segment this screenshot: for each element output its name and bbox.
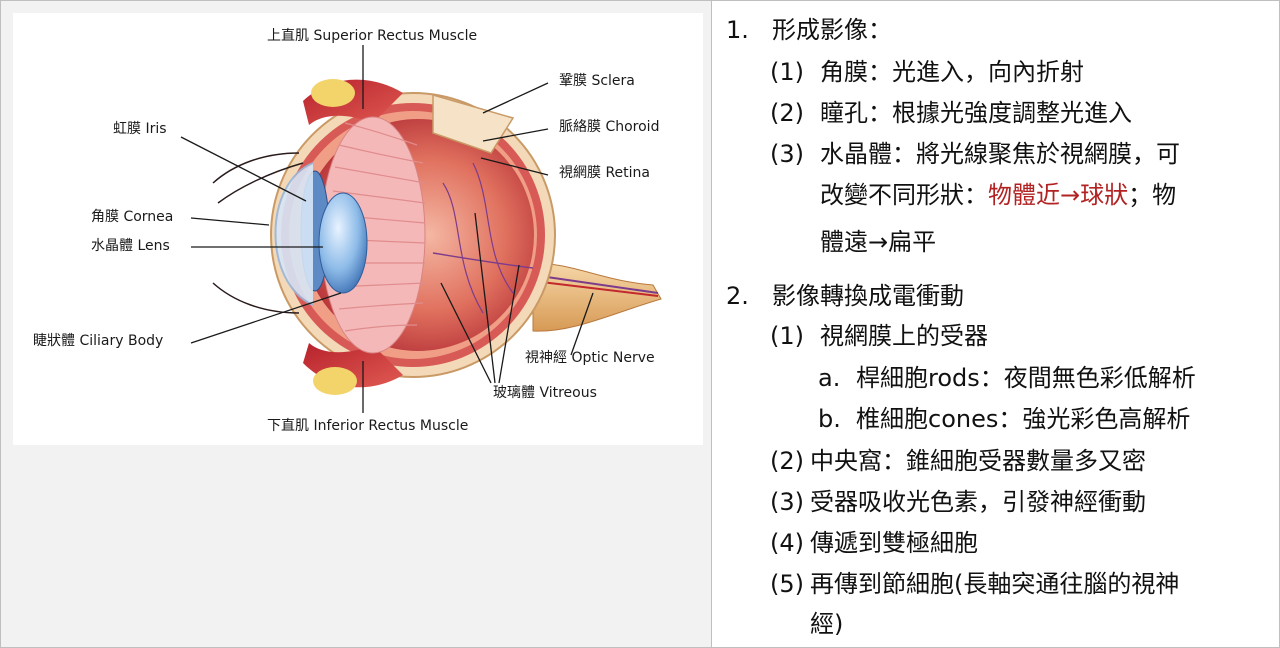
label-cornea: 角膜 Cornea (91, 209, 174, 225)
eye-anatomy-diagram: 上直肌 Superior Rectus Muscle 鞏膜 Sclera 虹膜 … (13, 13, 703, 445)
figure-panel: 上直肌 Superior Rectus Muscle 鞏膜 Sclera 虹膜 … (0, 0, 712, 648)
item-2-1-a-letter: a. (818, 364, 841, 392)
item-1-2-text: 瞳孔：根據光強度調整光進入 (820, 99, 1132, 127)
item-2-1-number: (1) (770, 322, 804, 350)
item-1-1-number: (1) (770, 58, 804, 86)
ciliary-body-shape (320, 116, 426, 354)
item-1-2-number: (2) (770, 99, 804, 127)
label-sclera: 鞏膜 Sclera (559, 73, 635, 89)
label-iris: 虹膜 Iris (113, 121, 167, 137)
label-choroid: 脈絡膜 Choroid (559, 119, 660, 135)
leader-sclera (482, 82, 549, 114)
section-2-title: 影像轉換成電衝動 (772, 282, 964, 310)
item-1-3-line-1: 水晶體：將光線聚焦於視網膜，可 (820, 140, 1180, 168)
section-1-number: 1. (726, 16, 749, 44)
item-2-1-b-letter: b. (818, 405, 841, 433)
leader-vitreous-2 (474, 212, 496, 384)
lens-shape (318, 192, 368, 294)
label-lens: 水晶體 Lens (91, 238, 170, 254)
item-2-1-text: 視網膜上的受器 (820, 322, 988, 350)
leader-cornea (190, 217, 270, 226)
item-2-2-text: 中央窩：錐細胞受器數量多又密 (810, 447, 1146, 475)
item-2-5-line-2: 經) (810, 610, 844, 638)
leader-choroid (482, 128, 549, 142)
leader-vitreous-3 (498, 264, 520, 384)
leader-optic-nerve (570, 292, 594, 356)
item-2-3-number: (3) (770, 488, 804, 516)
item-2-1-a-text: 桿細胞rods：夜間無色彩低解析 (856, 364, 1196, 392)
item-1-1-text: 角膜：光進入，向內折射 (820, 58, 1084, 86)
item-1-3-line-2: 改變不同形狀：物體近→球狀；物 (820, 180, 1176, 210)
eye-illustration (180, 45, 662, 413)
optic-nerve-shape (532, 262, 662, 332)
item-1-3-line-3: 體遠→扁平 (820, 228, 937, 256)
item-2-5-number: (5) (770, 570, 804, 598)
label-vitreous: 玻璃體 Vitreous (493, 385, 597, 401)
label-ciliary-body: 睫狀體 Ciliary Body (33, 333, 164, 349)
leader-retina (480, 157, 549, 176)
item-2-1-b-text: 椎細胞cones：強光彩色高解析 (856, 405, 1191, 433)
item-2-4-number: (4) (770, 529, 804, 557)
leader-vitreous-1 (440, 282, 492, 384)
label-inferior-rectus: 下直肌 Inferior Rectus Muscle (267, 418, 469, 434)
leader-ciliary-body (190, 292, 342, 344)
item-2-4-text: 傳遞到雙極細胞 (810, 529, 978, 557)
leader-iris (180, 136, 307, 202)
item-1-3-highlight: 物體近→球狀 (988, 181, 1129, 209)
section-2-number: 2. (726, 282, 749, 310)
notes-panel: 1. 形成影像： (1) 角膜：光進入，向內折射 (2) 瞳孔：根據光強度調整光… (712, 0, 1280, 648)
item-1-3-number: (3) (770, 140, 804, 168)
label-retina: 視網膜 Retina (559, 165, 650, 181)
label-optic-nerve: 視神經 Optic Nerve (525, 350, 655, 366)
cornea-shape (274, 162, 314, 306)
item-2-5-line-1: 再傳到節細胞(長軸突通往腦的視神 (810, 570, 1180, 598)
item-2-3-text: 受器吸收光色素，引發神經衝動 (810, 488, 1146, 516)
item-2-2-number: (2) (770, 447, 804, 475)
label-superior-rectus: 上直肌 Superior Rectus Muscle (267, 28, 478, 44)
item-1-3-line-2-suffix: ；物 (1128, 181, 1177, 209)
item-1-3-line-2-prefix: 改變不同形狀： (820, 181, 988, 209)
section-1-title: 形成影像： (772, 16, 892, 44)
